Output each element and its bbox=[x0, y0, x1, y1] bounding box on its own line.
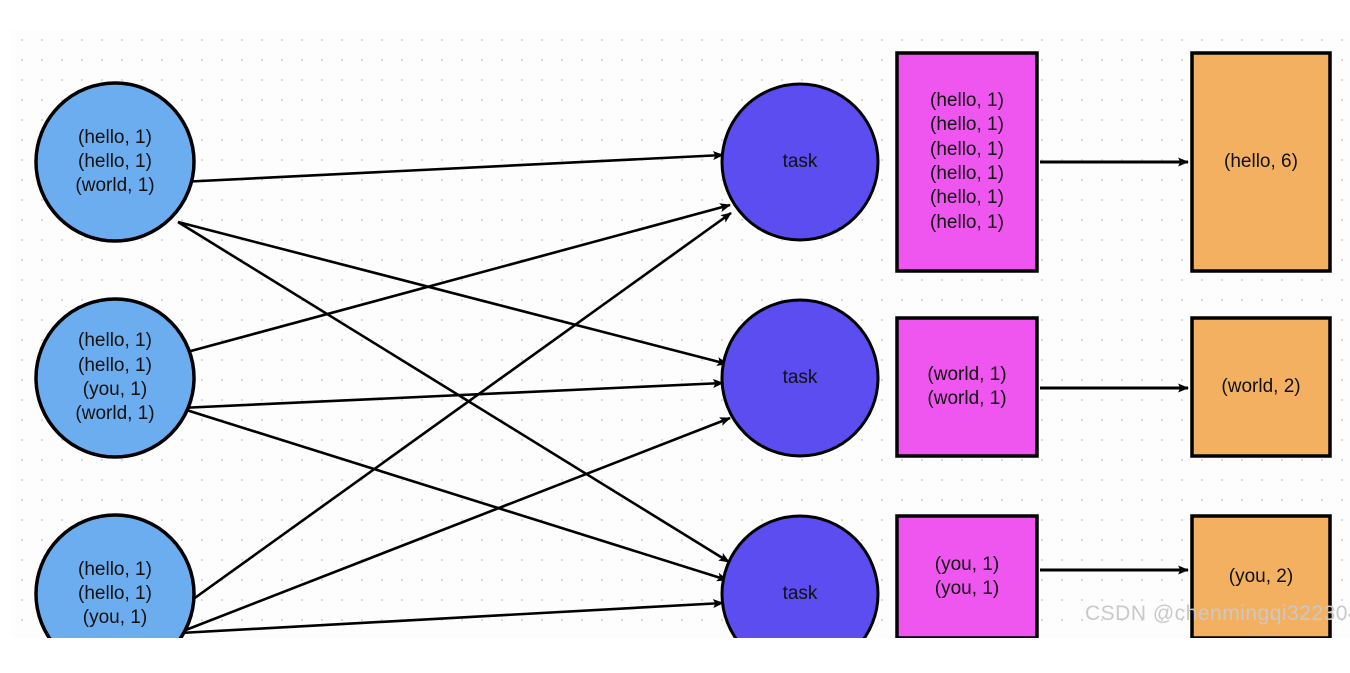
shuffle-arrow-source-3-to-task-3 bbox=[179, 599, 724, 635]
shuffle-arrow-source-2-to-task-1 bbox=[175, 203, 731, 357]
csdn-watermark: CSDN @chenmingqi322304 bbox=[1085, 602, 1350, 625]
task-circle-1[interactable] bbox=[720, 82, 880, 242]
task-circle-2[interactable] bbox=[720, 298, 880, 458]
source-partition-circle-2[interactable] bbox=[34, 297, 196, 459]
source-partition-circle-3[interactable] bbox=[34, 513, 196, 638]
shuffle-arrow-source-2-to-task-2 bbox=[179, 378, 724, 410]
shuffle-arrow-source-1-to-task-2 bbox=[177, 220, 728, 366]
result-box-you[interactable] bbox=[1190, 514, 1332, 638]
result-box-hello[interactable] bbox=[1190, 51, 1332, 273]
shuffle-arrow-source-1-to-task-1 bbox=[179, 151, 724, 184]
shuffle-arrow-source-3-to-task-2 bbox=[177, 416, 731, 635]
source-partition-circle-1[interactable] bbox=[34, 81, 196, 243]
reduce-edge-group bbox=[1040, 157, 1189, 575]
task-circle-3[interactable] bbox=[720, 514, 880, 638]
shuffle-arrow-source-2-to-task-3 bbox=[179, 406, 728, 582]
shuffle-arrow-source-3-to-task-1 bbox=[177, 211, 732, 612]
grouped-pairs-box-world[interactable] bbox=[895, 316, 1039, 458]
result-box-world[interactable] bbox=[1190, 316, 1332, 458]
grouped-pairs-box-hello[interactable] bbox=[895, 51, 1039, 273]
shuffle-arrow-source-1-to-task-3 bbox=[177, 220, 730, 564]
diagram-vector-layer bbox=[34, 51, 1332, 638]
diagram-canvas: (hello, 1)(hello, 1)(world, 1)(hello, 1)… bbox=[12, 30, 1350, 638]
grouped-pairs-box-you[interactable] bbox=[895, 514, 1039, 638]
dotted-grid-background bbox=[12, 30, 1350, 638]
shuffle-edge-group bbox=[175, 151, 732, 635]
